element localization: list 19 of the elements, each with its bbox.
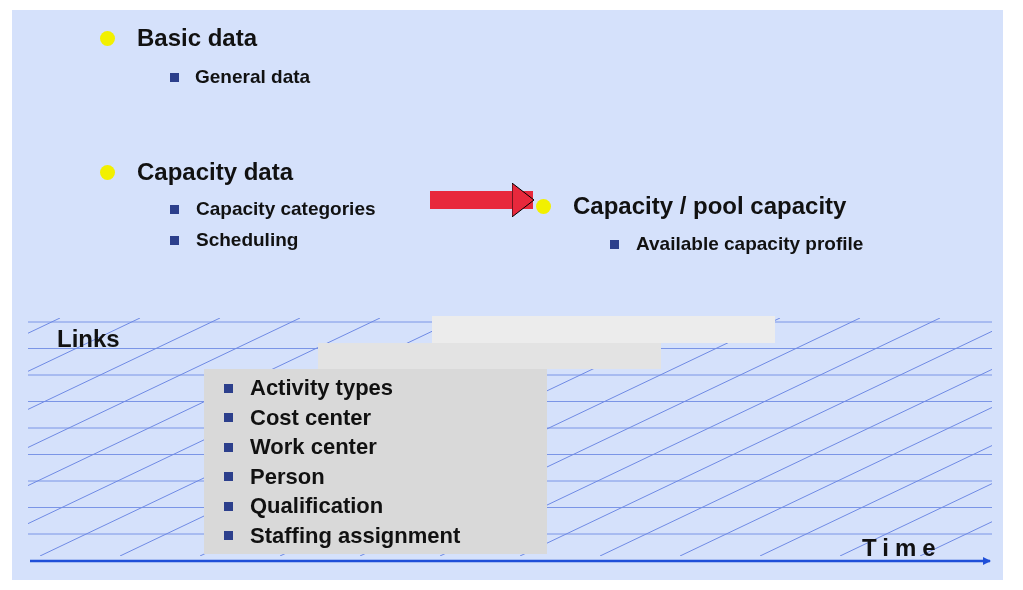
list-item-text: Qualification — [250, 493, 384, 519]
list-item-text: Staffing assignment — [250, 522, 461, 549]
list-item-text: Person — [250, 463, 325, 490]
block-arrow — [430, 182, 535, 218]
list-item-text: Available capacity profile — [636, 233, 864, 255]
section-label: Links — [57, 325, 120, 353]
list-item-text: Scheduling — [196, 229, 299, 251]
heading-text: Capacity / pool capacity — [573, 192, 847, 220]
list-item-text: Cost center — [250, 404, 372, 431]
card-box — [432, 316, 775, 343]
axis-label: Time — [862, 534, 942, 562]
list-item-text: Capacity categories — [196, 198, 376, 220]
list-card — [204, 369, 547, 554]
heading-text: Basic data — [137, 24, 258, 52]
heading-text: Capacity data — [137, 158, 294, 186]
card-box — [318, 343, 661, 369]
list-item-text: General data — [195, 66, 311, 88]
list-item-text: Work center — [250, 434, 377, 460]
list-item-text: Activity types — [250, 375, 394, 401]
